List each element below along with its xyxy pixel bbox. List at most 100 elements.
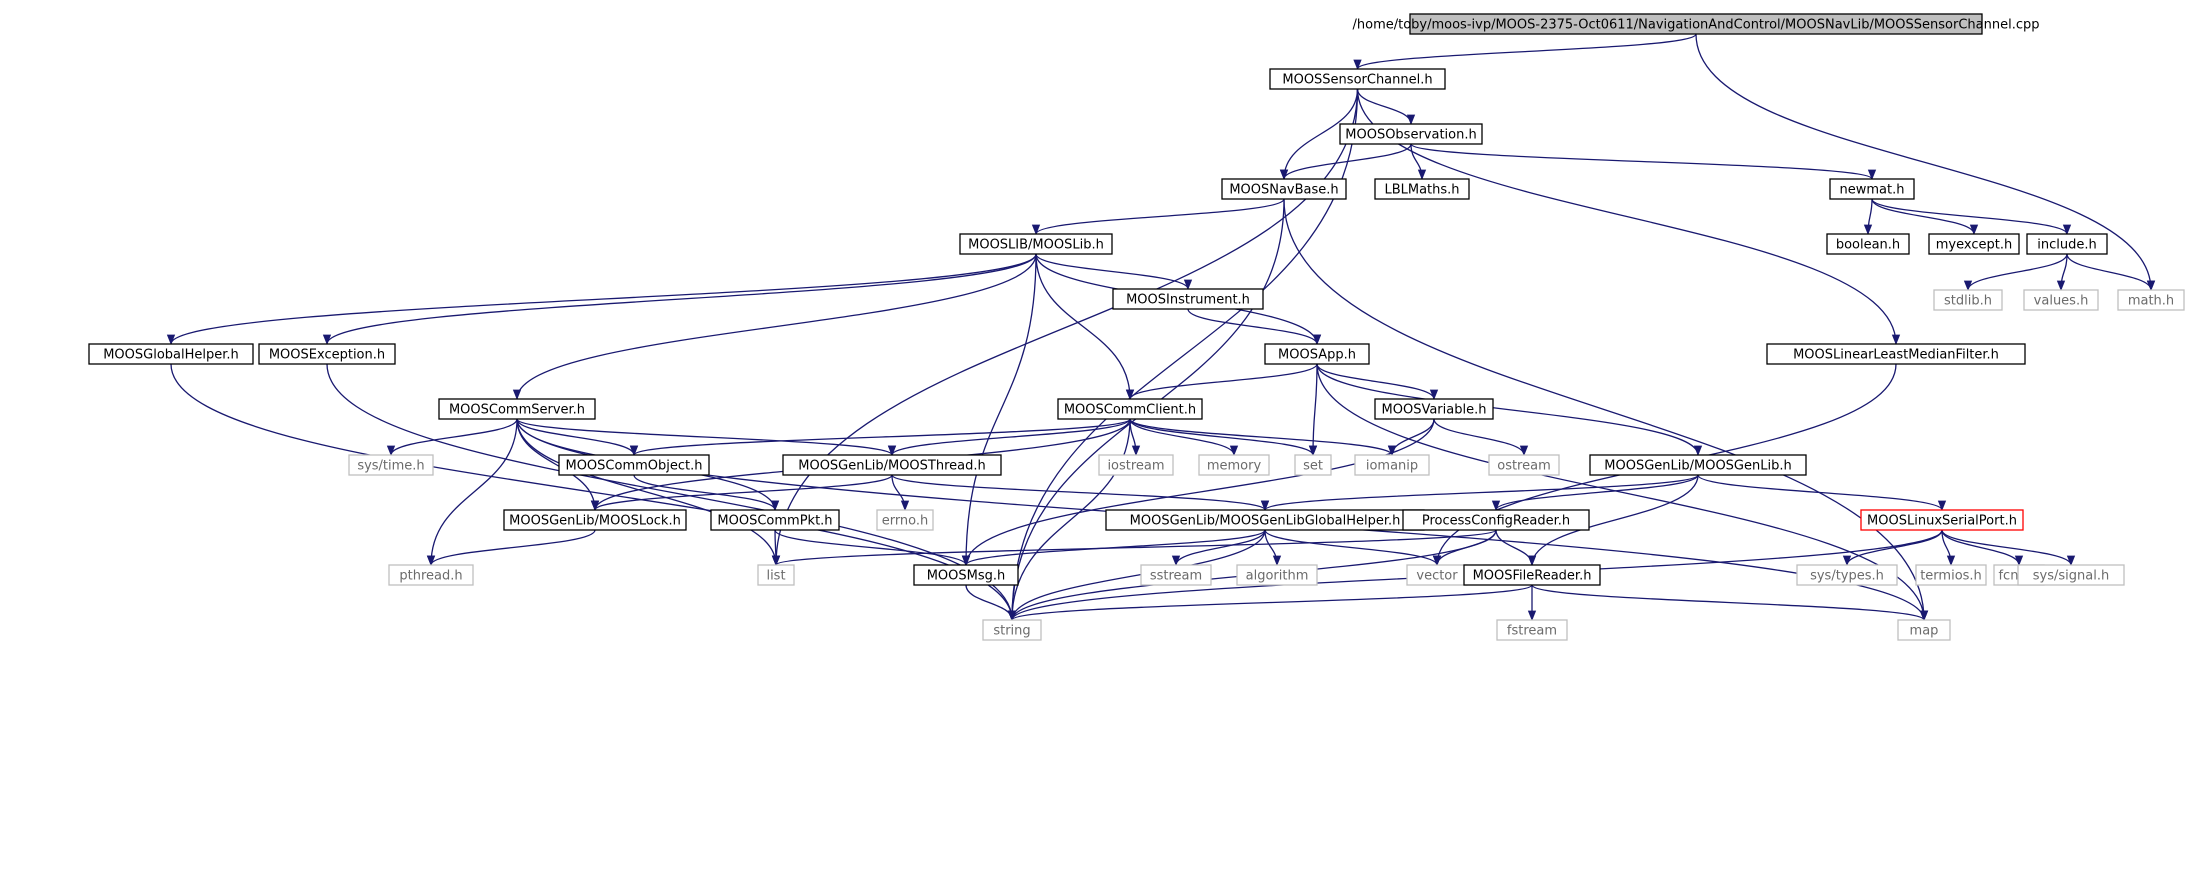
node-values: values.h bbox=[2023, 289, 2099, 311]
edge-root-to-sensorchannel bbox=[1353, 33, 1697, 71]
node-label-lblmaths: LBLMaths.h bbox=[1384, 183, 1459, 198]
edge-sensorchannel-to-list bbox=[771, 88, 1359, 567]
edge-globallibhelper-to-vector bbox=[1264, 529, 1442, 567]
edge-commserver-to-commobject bbox=[516, 418, 639, 457]
node-moosmsg[interactable]: MOOSMsg.h bbox=[913, 564, 1019, 586]
node-label-moosmsg: MOOSMsg.h bbox=[927, 569, 1006, 584]
node-box-sstream bbox=[1140, 564, 1212, 586]
edge-globallibhelper-to-sstream bbox=[1171, 529, 1266, 567]
edge-genlib-to-serialport bbox=[1697, 474, 1947, 512]
node-instrument[interactable]: MOOSInstrument.h bbox=[1112, 288, 1264, 310]
edge-mooslib-to-instrument bbox=[1035, 253, 1193, 291]
node-include[interactable]: include.h bbox=[2026, 233, 2108, 255]
node-variable[interactable]: MOOSVariable.h bbox=[1374, 398, 1494, 420]
node-thread[interactable]: MOOSGenLib/MOOSThread.h bbox=[782, 454, 1002, 476]
node-label-serialport: MOOSLinuxSerialPort.h bbox=[1867, 514, 2017, 529]
node-box-lmedfilter bbox=[1766, 343, 2026, 365]
node-box-lblmaths bbox=[1374, 178, 1470, 200]
node-label-vector: vector bbox=[1416, 569, 1458, 584]
edge-include-to-stdlib bbox=[1963, 253, 2068, 292]
node-box-ostream bbox=[1488, 454, 1560, 476]
edge-commserver-to-systime bbox=[386, 418, 518, 457]
node-label-genlib: MOOSGenLib/MOOSGenLib.h bbox=[1604, 459, 1791, 474]
edge-include-to-values bbox=[2056, 253, 2068, 292]
node-commserver[interactable]: MOOSCommServer.h bbox=[438, 398, 596, 420]
node-box-commpkt bbox=[710, 509, 840, 531]
node-serialport[interactable]: MOOSLinuxSerialPort.h bbox=[1860, 509, 2024, 531]
node-box-systime bbox=[348, 454, 434, 476]
edge-observation-to-newmat bbox=[1410, 143, 1876, 181]
edge-commobject-to-commpkt bbox=[633, 474, 780, 512]
node-box-errno bbox=[876, 509, 934, 531]
edge-sensorchannel-to-observation bbox=[1356, 88, 1416, 126]
node-newmat[interactable]: newmat.h bbox=[1829, 178, 1915, 200]
node-observation[interactable]: MOOSObservation.h bbox=[1339, 123, 1483, 145]
node-label-set: set bbox=[1303, 459, 1323, 474]
node-sensorchannel[interactable]: MOOSSensorChannel.h bbox=[1269, 68, 1446, 90]
node-genlib[interactable]: MOOSGenLib/MOOSGenLib.h bbox=[1589, 454, 1807, 476]
node-commobject[interactable]: MOOSCommObject.h bbox=[558, 454, 710, 476]
node-root[interactable]: /home/toby/moos-ivp/MOOS-2375-Oct0611/Na… bbox=[1353, 13, 2040, 35]
edge-genlib-to-configreader bbox=[1491, 474, 1699, 512]
node-label-syssignal: sys/signal.h bbox=[2033, 569, 2109, 584]
node-lblmaths[interactable]: LBLMaths.h bbox=[1374, 178, 1470, 200]
node-box-commserver bbox=[438, 398, 596, 420]
node-label-thread: MOOSGenLib/MOOSThread.h bbox=[798, 459, 986, 474]
node-label-lock: MOOSGenLib/MOOSLock.h bbox=[509, 514, 681, 529]
edge-commclient-to-string bbox=[1007, 418, 1131, 622]
node-lock[interactable]: MOOSGenLib/MOOSLock.h bbox=[503, 509, 687, 531]
node-configreader[interactable]: ProcessConfigReader.h bbox=[1402, 509, 1590, 531]
node-label-algorithm: algorithm bbox=[1246, 569, 1309, 584]
node-myexcept[interactable]: myexcept.h bbox=[1928, 233, 2020, 255]
edge-mooslib-to-exception bbox=[322, 253, 1037, 346]
node-box-fstream bbox=[1496, 619, 1568, 641]
node-string: string bbox=[982, 619, 1042, 641]
node-algorithm: algorithm bbox=[1236, 564, 1318, 586]
node-set: set bbox=[1294, 454, 1332, 476]
node-box-observation bbox=[1339, 123, 1483, 145]
node-iomanip: iomanip bbox=[1354, 454, 1430, 476]
edge-instrument-to-moosapp bbox=[1187, 308, 1322, 346]
node-exception[interactable]: MOOSException.h bbox=[258, 343, 396, 365]
node-boolean[interactable]: boolean.h bbox=[1826, 233, 1910, 255]
edge-serialport-to-fcntl bbox=[1941, 529, 2024, 567]
node-box-commobject bbox=[558, 454, 710, 476]
node-commpkt[interactable]: MOOSCommPkt.h bbox=[710, 509, 840, 531]
node-moosapp[interactable]: MOOSApp.h bbox=[1264, 343, 1370, 365]
node-box-serialport bbox=[1860, 509, 2024, 531]
edge-configreader-to-filereader bbox=[1495, 529, 1537, 567]
node-lmedfilter[interactable]: MOOSLinearLeastMedianFilter.h bbox=[1766, 343, 2026, 365]
edge-moosapp-to-variable bbox=[1316, 363, 1439, 401]
node-label-mooslib: MOOSLIB/MOOSLib.h bbox=[968, 238, 1104, 253]
node-sstream: sstream bbox=[1140, 564, 1212, 586]
node-vector: vector bbox=[1406, 564, 1468, 586]
node-list: list bbox=[757, 564, 795, 586]
node-globallibhelper[interactable]: MOOSGenLib/MOOSGenLibGlobalHelper.h bbox=[1105, 509, 1425, 531]
node-mooslib[interactable]: MOOSLIB/MOOSLib.h bbox=[959, 233, 1113, 255]
node-label-exception: MOOSException.h bbox=[269, 348, 385, 363]
edge-serialport-to-systypes bbox=[1842, 529, 1943, 567]
edge-genlib-to-filereader bbox=[1527, 474, 1699, 567]
node-box-moosapp bbox=[1264, 343, 1370, 365]
node-label-configreader: ProcessConfigReader.h bbox=[1422, 514, 1570, 529]
edge-moosapp-to-set bbox=[1308, 363, 1318, 457]
node-label-termios: termios.h bbox=[1920, 569, 1982, 584]
node-globalhelper[interactable]: MOOSGlobalHelper.h bbox=[88, 343, 254, 365]
node-label-myexcept: myexcept.h bbox=[1936, 238, 2012, 253]
edge-include-to-mathh bbox=[2066, 253, 2156, 292]
edge-filereader-to-string bbox=[1008, 584, 1533, 622]
node-label-commserver: MOOSCommServer.h bbox=[449, 403, 585, 418]
node-termios: termios.h bbox=[1915, 564, 1987, 586]
node-pthread: pthread.h bbox=[388, 564, 474, 586]
node-label-instrument: MOOSInstrument.h bbox=[1126, 293, 1250, 308]
node-box-values bbox=[2023, 289, 2099, 311]
node-label-string: string bbox=[993, 624, 1030, 639]
node-commclient[interactable]: MOOSCommClient.h bbox=[1057, 398, 1203, 420]
node-label-lmedfilter: MOOSLinearLeastMedianFilter.h bbox=[1793, 348, 1999, 363]
node-label-systime: sys/time.h bbox=[357, 459, 424, 474]
edge-serialport-to-syssignal bbox=[1941, 529, 2076, 567]
node-filereader[interactable]: MOOSFileReader.h bbox=[1463, 564, 1601, 586]
node-box-map bbox=[1897, 619, 1951, 641]
node-navbase[interactable]: MOOSNavBase.h bbox=[1221, 178, 1347, 200]
edge-commclient-to-commobject bbox=[630, 418, 1131, 457]
